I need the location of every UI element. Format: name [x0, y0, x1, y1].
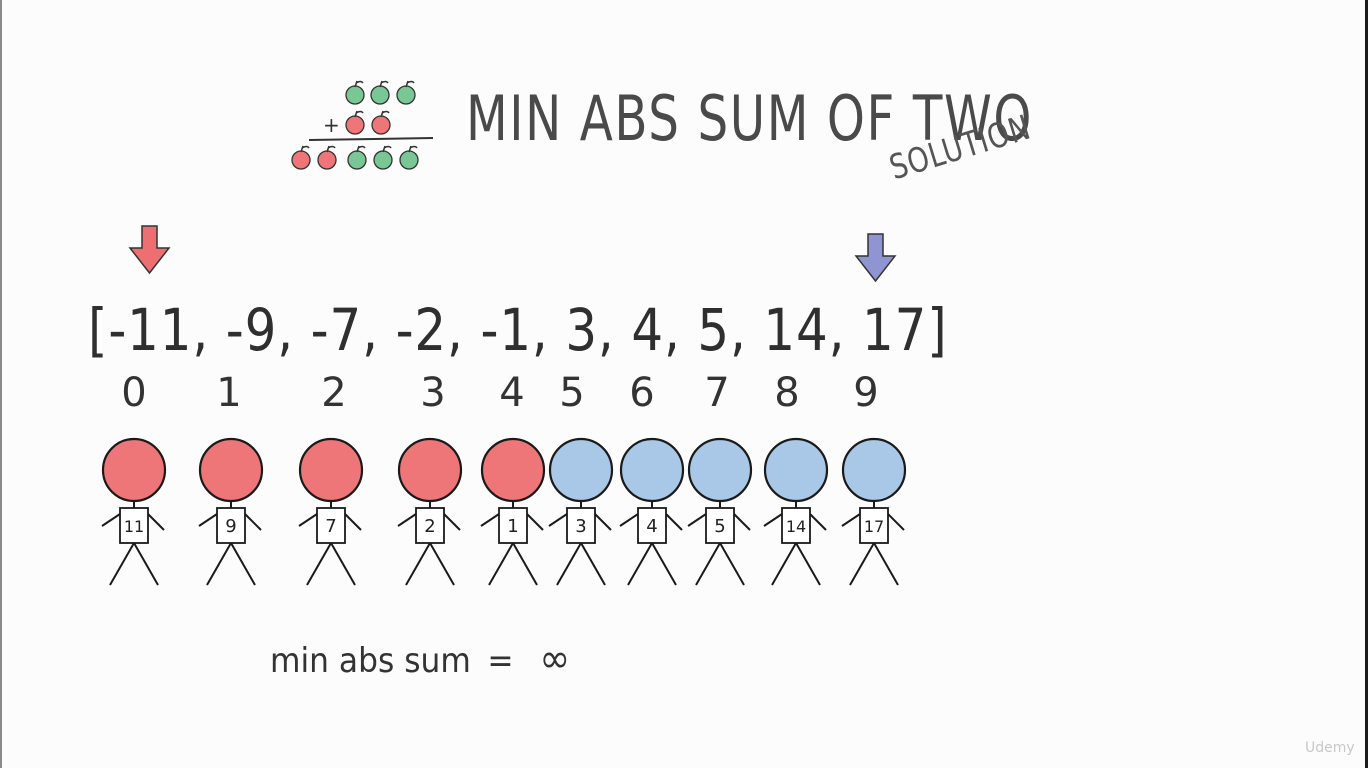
person-sign — [781, 507, 811, 544]
person-head — [619, 437, 685, 503]
apple-sum-icon: + — [291, 80, 434, 170]
person-body — [480, 501, 544, 586]
apple-icon — [373, 145, 393, 170]
person-head — [198, 437, 264, 503]
apple-icon — [345, 80, 365, 105]
person-body — [763, 501, 827, 586]
right-pointer-arrow-icon — [854, 233, 897, 283]
person-sign-label: 5 — [714, 516, 725, 537]
person-sign — [705, 507, 735, 544]
apple-icon — [371, 110, 391, 135]
person-head — [298, 437, 364, 503]
person-body — [841, 501, 905, 586]
person-sign — [498, 507, 528, 544]
stick-person: 1 — [480, 437, 546, 586]
person-sign — [119, 507, 149, 544]
index-label: 6 — [629, 370, 655, 416]
index-label: 5 — [559, 370, 585, 416]
apple-icon — [396, 80, 416, 105]
index-label: 1 — [216, 370, 242, 416]
person-head — [101, 437, 167, 503]
person-body — [101, 501, 165, 586]
person-body — [298, 501, 362, 586]
stick-person: 14 — [763, 437, 829, 586]
person-sign-label: 7 — [325, 516, 336, 537]
stick-person: 17 — [841, 437, 907, 586]
person-head — [548, 437, 614, 503]
index-label: 8 — [774, 370, 800, 416]
person-sign — [566, 507, 596, 544]
stick-person: 9 — [198, 437, 264, 586]
person-head — [841, 437, 907, 503]
person-sign-label: 11 — [124, 517, 144, 536]
person-body — [397, 501, 461, 586]
people-row: 11 9 7 2 1 3 4 5 14 17 — [101, 437, 907, 586]
result-value: ∞ — [539, 636, 570, 682]
right-border — [1365, 0, 1368, 768]
person-head — [480, 437, 546, 503]
apple-icon — [291, 145, 311, 170]
person-body — [548, 501, 612, 586]
result-label: min abs sum — [270, 641, 471, 681]
person-sign — [415, 507, 445, 544]
index-label: 3 — [420, 370, 446, 416]
index-label: 4 — [499, 370, 525, 416]
person-body — [198, 501, 262, 586]
person-sign — [859, 507, 889, 544]
apple-icon — [347, 145, 367, 170]
stick-person: 2 — [397, 437, 463, 586]
stick-person: 4 — [619, 437, 685, 586]
array-values: [-11, -9, -7, -2, -1, 3, 4, 5, 14, 17] — [88, 296, 948, 364]
left-pointer-arrow-icon — [128, 225, 171, 275]
person-head — [397, 437, 463, 503]
person-sign-label: 2 — [424, 516, 435, 537]
person-head — [687, 437, 753, 503]
person-sign-label: 17 — [864, 517, 884, 536]
apple-icon — [399, 145, 419, 170]
stick-person: 11 — [101, 437, 167, 586]
equals-sign: = — [487, 641, 514, 681]
person-sign-label: 9 — [225, 516, 236, 537]
person-sign — [216, 507, 246, 544]
apple-icon — [345, 110, 365, 135]
person-sign — [316, 507, 346, 544]
person-sign-label: 4 — [646, 516, 657, 537]
person-sign-label: 14 — [786, 517, 806, 536]
person-head — [763, 437, 829, 503]
person-body — [687, 501, 751, 586]
stick-person: 3 — [548, 437, 614, 586]
person-sign — [637, 507, 667, 544]
stick-person: 5 — [687, 437, 753, 586]
index-label: 7 — [704, 370, 730, 416]
index-label: 0 — [121, 370, 147, 416]
left-border — [0, 0, 2, 768]
result-line: min abs sum = ∞ — [270, 636, 570, 682]
index-label: 9 — [853, 370, 879, 416]
apple-icon — [370, 80, 390, 105]
person-body — [619, 501, 683, 586]
plus-sign: + — [323, 113, 340, 137]
udemy-logo: Udemy — [1305, 740, 1355, 756]
apple-icon — [317, 145, 337, 170]
index-label: 2 — [321, 370, 347, 416]
person-sign-label: 3 — [575, 516, 586, 537]
person-sign-label: 1 — [507, 516, 518, 537]
page-title: MIN ABS SUM OF TWO — [466, 82, 1033, 155]
stick-person: 7 — [298, 437, 364, 586]
